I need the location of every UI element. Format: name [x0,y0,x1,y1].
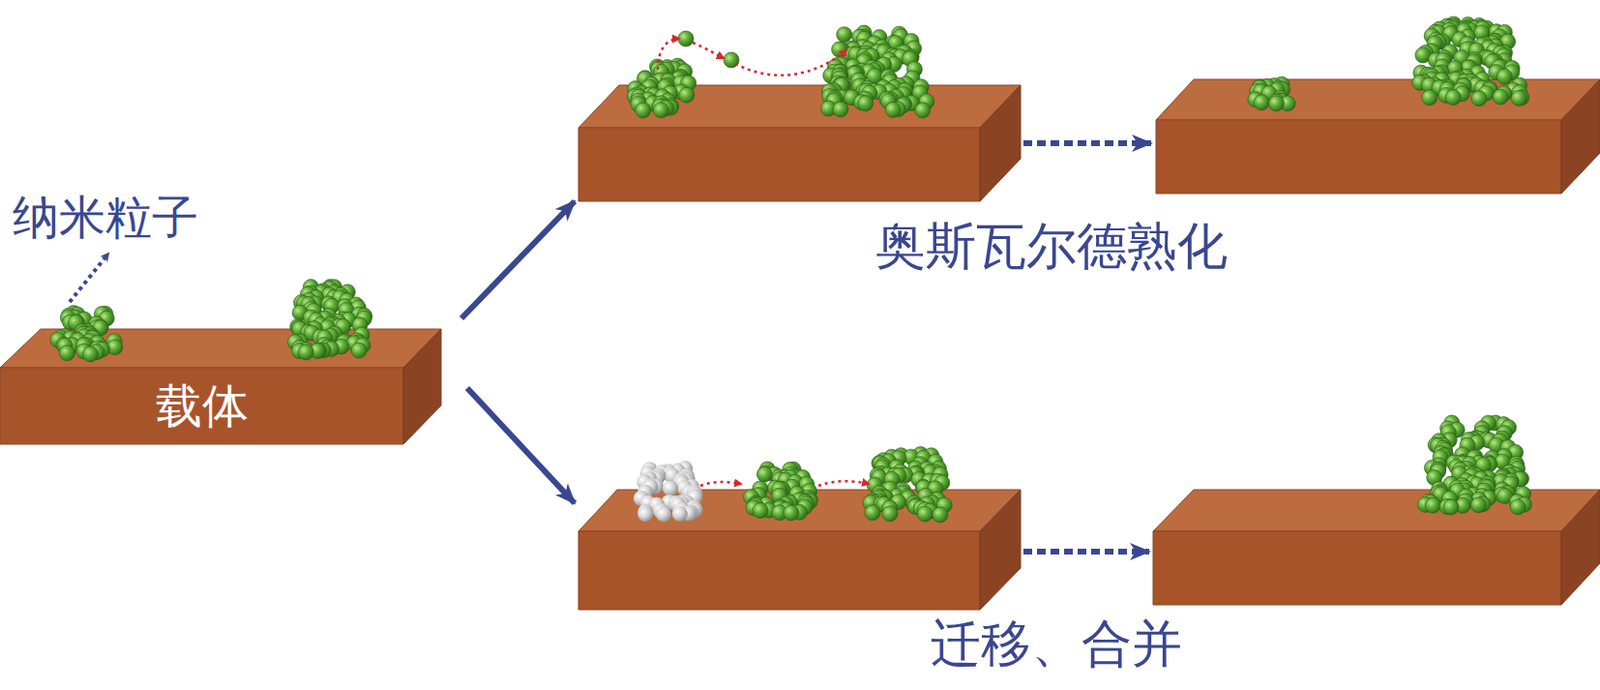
atom [932,506,949,523]
atom [882,505,898,522]
arrow [467,387,575,504]
support-front [578,531,980,610]
support-top [1155,79,1600,120]
atom [297,344,314,360]
particle-cluster [743,461,819,521]
atom [1510,499,1526,515]
support-label: 载体 [155,380,249,432]
support-side [979,85,1021,202]
particle-cluster [821,25,935,119]
particle-cluster [626,58,696,119]
atom [915,102,931,119]
atom [1424,497,1441,513]
atom [652,102,669,119]
atom-path [692,42,724,59]
dotted-arrow [1023,548,1150,555]
support-top [578,85,1021,128]
atom [1445,89,1461,106]
support-top [578,489,1021,532]
support-top [0,328,442,368]
atom [655,505,672,522]
support-side [979,489,1021,610]
nanoparticle-label: 纳米粒子 [12,191,199,243]
process-label: 迁移、合并 [930,616,1183,672]
atom-path [735,50,847,76]
particle-cluster [633,460,704,522]
atom [1496,68,1512,85]
migration-path [700,481,741,486]
atom [783,504,800,521]
nanoparticles [50,16,1533,523]
atom-path [657,38,680,70]
flow-arrows [69,143,1152,552]
atom [832,101,849,118]
support-front [578,127,980,202]
atom [59,345,75,361]
single-atom [678,30,694,47]
atom [858,95,874,112]
support-side [1561,79,1600,194]
atom [1470,497,1486,513]
atom [1253,94,1270,111]
particle-cluster [1247,76,1296,112]
support-block: 载体 [0,367,404,445]
atom [351,342,367,358]
particle-cluster [862,446,952,523]
atom [1471,90,1487,107]
dotted-arrow [1023,140,1152,147]
migration-path [818,480,869,486]
atom [752,503,769,519]
support-top [1153,489,1600,532]
migration-paths [657,38,869,486]
atom [83,346,99,362]
process-label: 奥斯瓦尔德熟化 [875,218,1228,274]
atom [1422,89,1438,106]
support-front [1155,119,1562,194]
particle-cluster [287,279,372,360]
atom [756,466,772,482]
atom [885,101,901,118]
atom [662,480,679,497]
support-side [1561,489,1600,605]
atom [1443,499,1459,515]
atom [1511,89,1527,106]
atom [679,87,695,103]
particle-cluster [50,305,123,362]
atom [1268,95,1284,112]
atom [635,102,652,119]
leader-arrow [69,253,109,302]
particle-cluster [1418,414,1533,515]
support-front [1153,531,1562,605]
atom [864,504,881,521]
support-front [0,367,404,445]
support-side [403,328,442,445]
support-blocks [0,79,1600,610]
particle-cluster [1412,16,1530,107]
atom [1492,88,1509,105]
atom [836,27,853,43]
atom [637,505,653,522]
atom [672,505,688,522]
atom [917,505,933,522]
arrow [461,201,575,319]
